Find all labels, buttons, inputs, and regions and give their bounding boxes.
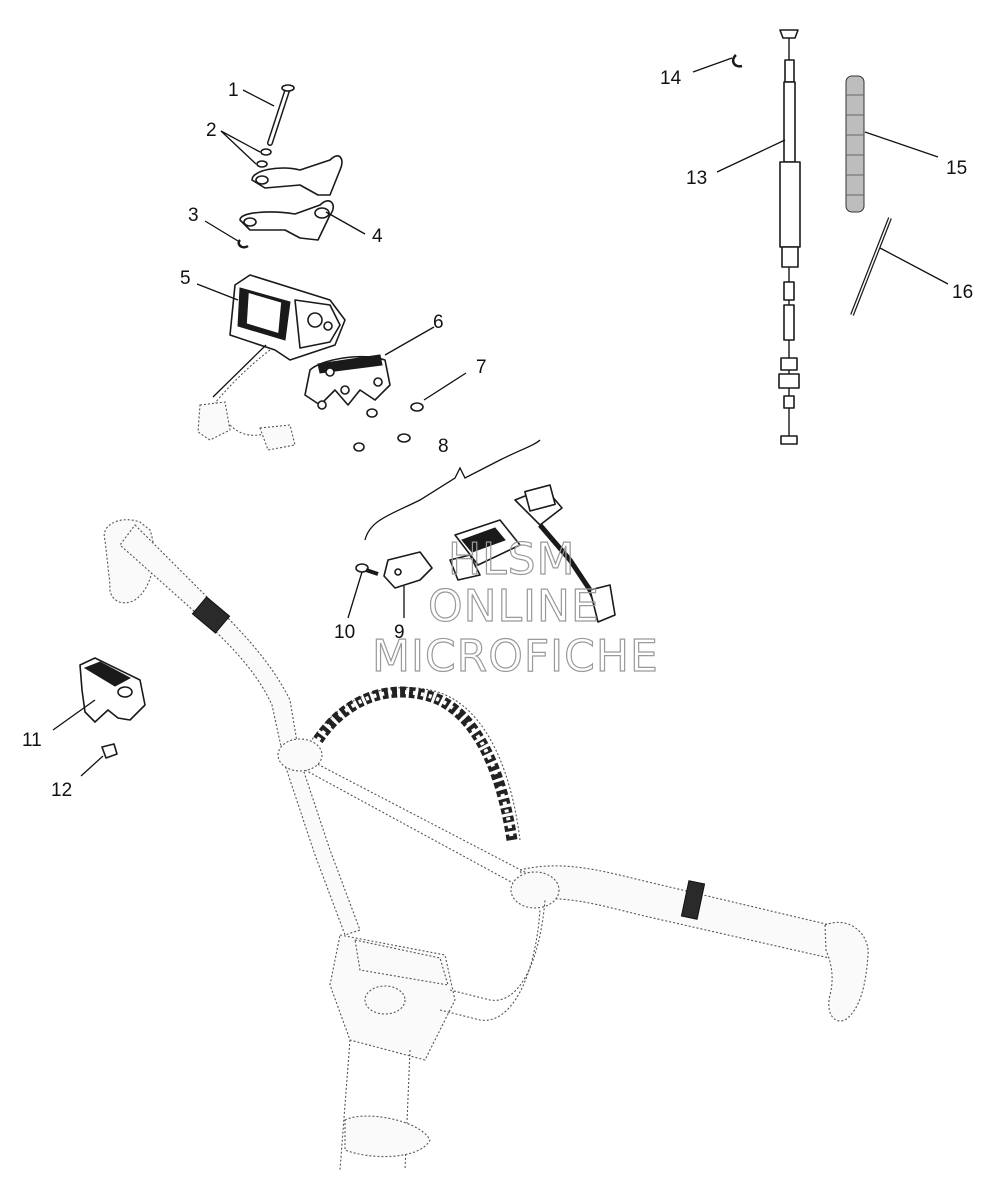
part-15-sleeve bbox=[845, 75, 865, 213]
callout-5: 5 bbox=[180, 268, 191, 289]
leader-lines bbox=[52, 57, 949, 777]
watermark-line-2: ONLINE bbox=[428, 581, 600, 632]
callout-1: 1 bbox=[228, 80, 239, 101]
part-8-switch-assembly bbox=[449, 484, 616, 623]
callout-10: 10 bbox=[334, 622, 355, 643]
callout-14: 14 bbox=[660, 68, 682, 89]
part-8-group-bracket bbox=[364, 439, 541, 541]
part-11-housing bbox=[79, 657, 146, 723]
callout-2: 2 bbox=[206, 120, 217, 141]
watermark-line-1: HLSM bbox=[448, 534, 576, 585]
handlebar-assembly bbox=[103, 519, 869, 1171]
part-3-clip bbox=[237, 239, 249, 249]
watermark: HLSM ONLINE MICROFICHE bbox=[371, 533, 659, 682]
watermark-line-3: MICROFICHE bbox=[372, 631, 659, 682]
part-1-bolt bbox=[267, 84, 295, 146]
callout-12: 12 bbox=[51, 780, 72, 801]
part-4-bracket bbox=[239, 155, 343, 241]
part-13-cable bbox=[778, 29, 801, 445]
callout-9: 9 bbox=[394, 622, 405, 643]
callout-labels: 1 2 3 4 5 6 7 8 9 10 11 12 13 14 15 16 bbox=[22, 68, 973, 801]
part-14-clip bbox=[731, 54, 743, 68]
callout-11: 11 bbox=[22, 730, 42, 751]
callout-7: 7 bbox=[476, 357, 487, 378]
part-2-washers bbox=[256, 148, 272, 168]
callout-15: 15 bbox=[946, 158, 967, 179]
callout-4: 4 bbox=[372, 226, 383, 247]
callout-13: 13 bbox=[686, 168, 707, 189]
part-5-switch-housing bbox=[197, 274, 346, 451]
part-9-clamp bbox=[383, 551, 433, 589]
part-7-screws bbox=[353, 402, 424, 452]
part-10-screw bbox=[355, 563, 379, 576]
callout-6: 6 bbox=[433, 312, 444, 333]
part-12-nut bbox=[101, 743, 118, 759]
callout-8: 8 bbox=[438, 436, 449, 457]
part-16-rod bbox=[850, 217, 892, 316]
part-6-cover bbox=[304, 354, 391, 410]
callout-3: 3 bbox=[188, 205, 199, 226]
callout-16: 16 bbox=[952, 282, 973, 303]
